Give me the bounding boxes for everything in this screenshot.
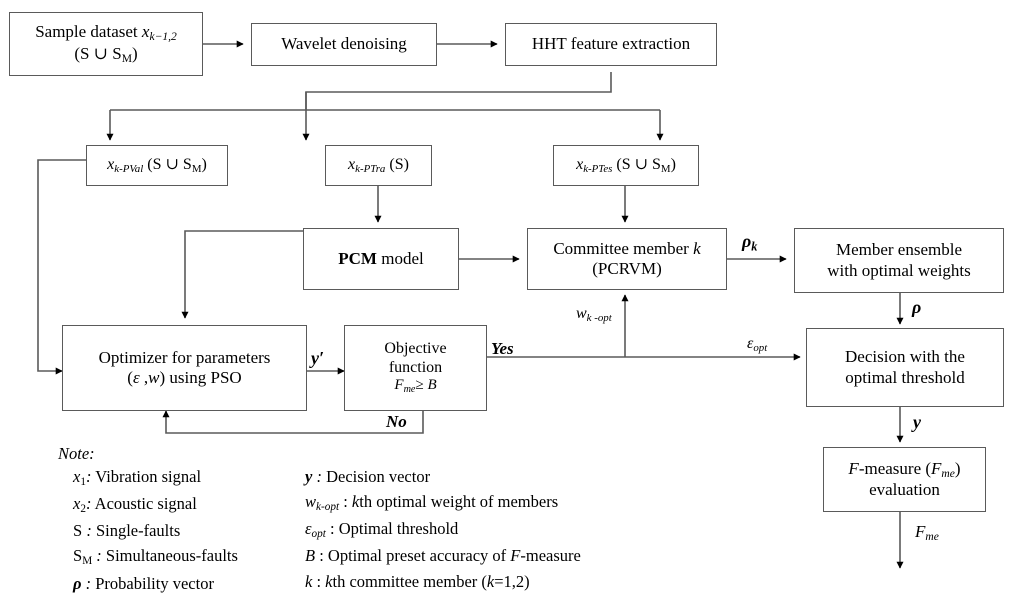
note-item-x2: x2: Acoustic signal (73, 494, 197, 516)
optimizer-line1: Optimizer for parameters (98, 347, 271, 367)
note-item-b: B : Optimal preset accuracy of F-measure (305, 546, 581, 566)
edge-hht-bus-vertical (305, 72, 612, 110)
edge-label-y-prime: y′ (311, 348, 325, 368)
box-hht-feature-extraction[interactable]: HHT feature extraction (505, 23, 717, 66)
optimizer-line2: (ε ,w) using PSO (127, 368, 242, 387)
box-wavelet-denoising[interactable]: Wavelet denoising (251, 23, 437, 66)
box-member-ensemble[interactable]: Member ensemble with optimal weights (794, 228, 1004, 293)
pcm-bold: PCM (338, 248, 377, 268)
edge-label-fme-output: Fme (915, 522, 939, 544)
box-committee-member[interactable]: Committee member k (PCRVM) (527, 228, 727, 290)
edge-label-no: No (386, 412, 407, 431)
edge-label-y-output: y (913, 412, 921, 432)
box-x-k-pval[interactable]: xk-PVal (S ∪ SM) (86, 145, 228, 186)
ensemble-line2: with optimal weights (827, 260, 971, 280)
note-left-column: x1: Vibration signal x2: Acoustic signal… (73, 464, 238, 596)
edge-pcm-to-optimizer (181, 230, 303, 319)
hht-label: HHT feature extraction (531, 34, 691, 54)
box-x-k-ptra[interactable]: xk-PTra (S) (325, 145, 432, 186)
note-item-y: y : Decision vector (305, 467, 431, 486)
fmeasure-line1: F-measure (Fme) (848, 458, 961, 480)
edge-label-rho: ρ (912, 297, 922, 317)
box-sample-dataset[interactable]: Sample dataset xk−1,2 (S ∪ SM) (9, 12, 203, 76)
box-x-k-ptes[interactable]: xk-PTes (S ∪ SM) (553, 145, 699, 186)
note-title: Note: (58, 444, 95, 463)
fmeasure-line2: evaluation (869, 480, 940, 500)
note-item-epsopt: εopt : Optimal threshold (305, 519, 459, 541)
edge-label-w-k-opt: wk -opt (576, 305, 612, 325)
box-objective-function[interactable]: Objective function Fme≥ B (344, 325, 487, 411)
box-decision-threshold[interactable]: Decision with the optimal threshold (806, 328, 1004, 407)
note-item-wkopt: wk-opt : kth optimal weight of members (305, 492, 559, 514)
objective-condition: Fme≥ B (394, 377, 437, 396)
edge-label-rho-k: ρk (742, 231, 758, 254)
edge-label-yes: Yes (491, 339, 514, 358)
note-item-k: k : kth committee member (k=1,2) (305, 571, 530, 591)
note-block: Note: (58, 441, 95, 466)
note-right-column: y : Decision vector wk-opt : kth optimal… (305, 464, 581, 594)
edge-objective-no-to-optimizer (162, 410, 424, 434)
box-pcm-model[interactable]: PCM model (303, 228, 459, 290)
note-item-s: S : Single-faults (73, 521, 181, 541)
objective-line1: Objective (384, 339, 447, 357)
decision-line2: optimal threshold (845, 367, 965, 387)
box-f-measure-evaluation[interactable]: F-measure (Fme) evaluation (823, 447, 986, 512)
edge-label-eps-opt: εopt (747, 335, 768, 355)
wavelet-label: Wavelet denoising (281, 34, 407, 54)
sample-dataset-line2: (S ∪ SM) (74, 44, 138, 66)
box-optimizer-pso[interactable]: Optimizer for parameters (ε ,w) using PS… (62, 325, 307, 411)
ensemble-line1: Member ensemble (835, 240, 963, 260)
decision-line1: Decision with the (845, 347, 965, 367)
committee-line2: (PCRVM) (592, 259, 662, 278)
committee-line1: Committee member k (553, 238, 701, 258)
note-item-rho: ρ : Probability vector (73, 573, 214, 593)
objective-line2: function (388, 358, 443, 376)
note-item-x1: x1: Vibration signal (73, 467, 202, 489)
note-item-sm: SM : Simultaneous-faults (73, 546, 238, 568)
sample-dataset-line1: Sample dataset xk−1,2 (35, 22, 177, 44)
